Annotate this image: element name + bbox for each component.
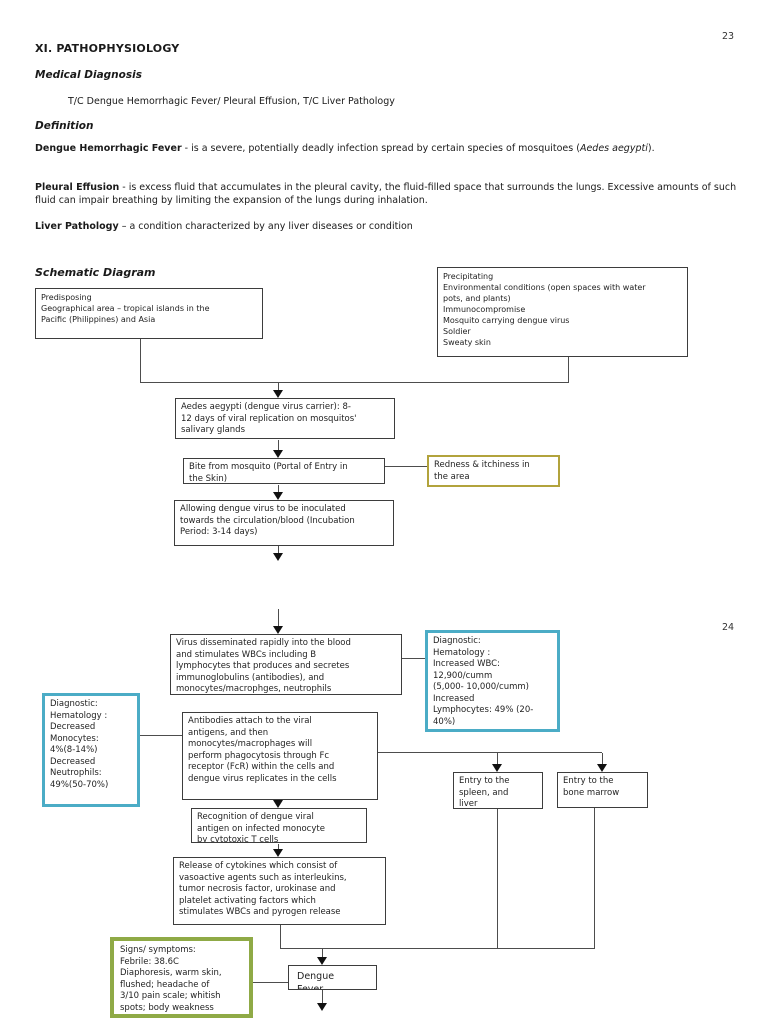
definition-liver-body: – a condition characterized by any liver… (118, 221, 413, 232)
medical-diagnosis-heading: Medical Diagnosis (35, 69, 142, 81)
arrow-down-page-break-icon (273, 553, 283, 561)
connector-bite-to-inoculation (278, 485, 279, 493)
node-antigen-recognition: Recognition of dengue viral antigen on i… (191, 808, 367, 843)
arrow-down-to-bite-icon (273, 450, 283, 458)
connector-bone-marrow-down (594, 808, 595, 948)
node-entry-spleen: Entry to the spleen, and liver (453, 772, 543, 809)
connector-to-aedes (278, 383, 279, 391)
definition-dengue-body: - is a severe, potentially deadly infect… (181, 143, 580, 154)
connector-bottom-merge (280, 948, 595, 949)
arrow-down-to-dengue-icon (317, 957, 327, 965)
definition-dengue-tail: ). (647, 143, 655, 154)
node-virus-dissemination: Virus disseminated rapidly into the bloo… (170, 634, 402, 695)
page-number-24: 24 (722, 622, 735, 633)
connector-antibodies-right (378, 752, 602, 753)
arrow-down-to-release-icon (273, 849, 283, 857)
connector-merge-horizontal (140, 382, 569, 383)
definition-dengue-term: Dengue Hemorrhagic Fever (35, 143, 182, 154)
node-cytokine-release: Release of cytokines which consist of va… (173, 857, 386, 925)
connector-to-spleen (497, 753, 498, 765)
arrow-down-to-recognition-icon (273, 800, 283, 808)
definition-pleural-body: - is excess fluid that accumulates in th… (35, 182, 737, 207)
connector-virus-to-wbc-diagnostic (402, 658, 425, 659)
connector-to-bone-marrow (602, 753, 603, 765)
node-redness-itchiness: Redness & itchiness in the area (427, 455, 560, 487)
connector-dengue-down (322, 990, 323, 1004)
connector-bite-to-redness (385, 466, 427, 467)
node-aedes-aegypti: Aedes aegypti (dengue virus carrier): 8-… (175, 398, 395, 439)
connector-inoculation-down (278, 546, 279, 554)
connector-aedes-to-bite (278, 440, 279, 451)
node-dengue-fever: Dengue Fever (288, 965, 377, 990)
node-precipitating: Precipitating Environmental conditions (… (437, 267, 688, 357)
connector-signs-to-dengue (253, 982, 288, 983)
connector-spleen-down (497, 809, 498, 948)
definition-dengue: Dengue Hemorrhagic Fever - is a severe, … (35, 142, 707, 155)
arrow-down-to-aedes-icon (273, 390, 283, 398)
arrow-down-to-spleen-icon (492, 764, 502, 772)
section-title: XI. PATHOPHYSIOLOGY (35, 42, 180, 55)
connector-precipitating-down (568, 357, 569, 383)
node-diagnostic-wbc: Diagnostic: Hematology : Increased WBC: … (425, 630, 560, 732)
connector-recognition-to-release (278, 844, 279, 850)
definition-dengue-species: Aedes aegypti (579, 143, 648, 154)
node-diagnostic-monocytes: Diagnostic: Hematology : Decreased Monoc… (42, 693, 140, 807)
node-entry-bone-marrow: Entry to the bone marrow (557, 772, 648, 808)
connector-to-virus (278, 609, 279, 627)
node-signs-symptoms: Signs/ symptoms: Febrile: 38.6C Diaphore… (110, 937, 253, 1018)
medical-diagnosis-value: T/C Dengue Hemorrhagic Fever/ Pleural Ef… (68, 96, 395, 107)
connector-predisposing-down (140, 339, 141, 383)
node-antibodies-phagocytosis: Antibodies attach to the viral antigens,… (182, 712, 378, 800)
arrow-down-to-virus-icon (273, 626, 283, 634)
schematic-heading: Schematic Diagram (35, 266, 156, 279)
node-predisposing: Predisposing Geographical area – tropica… (35, 288, 263, 339)
arrow-down-continuation-icon (317, 1003, 327, 1011)
connector-release-down (280, 925, 281, 948)
connector-to-dengue (322, 949, 323, 958)
definition-pleural-term: Pleural Effusion (35, 182, 120, 193)
definition-liver: Liver Pathology – a condition characteri… (35, 220, 741, 233)
page-number-23: 23 (722, 31, 735, 42)
arrow-down-to-inoculation-icon (273, 492, 283, 500)
node-mosquito-bite: Bite from mosquito (Portal of Entry in t… (183, 458, 385, 484)
definition-liver-term: Liver Pathology (35, 221, 119, 232)
connector-monocytes-to-antibodies (140, 735, 182, 736)
definition-heading: Definition (35, 120, 94, 132)
definition-pleural: Pleural Effusion - is excess fluid that … (35, 181, 741, 207)
node-inoculation: Allowing dengue virus to be inoculated t… (174, 500, 394, 546)
arrow-down-to-bone-marrow-icon (597, 764, 607, 772)
